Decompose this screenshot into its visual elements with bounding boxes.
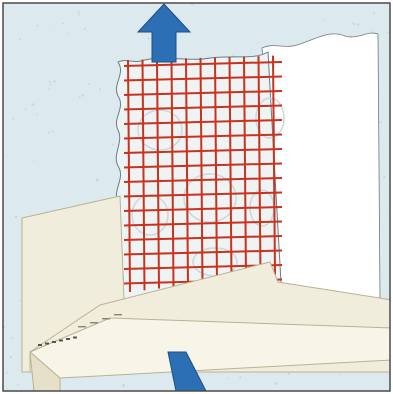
plaster-speckle (25, 108, 27, 110)
plaster-speckle (339, 374, 340, 375)
plaster-speckle (44, 35, 45, 36)
plaster-speckle (352, 22, 354, 24)
plaster-speckle (49, 81, 51, 83)
plaster-speckle (234, 41, 235, 42)
plaster-speckle (148, 38, 150, 40)
plaster-speckle (49, 88, 50, 89)
plaster-speckle (33, 160, 34, 161)
plaster-speckle (380, 121, 382, 123)
plaster-speckle (250, 51, 251, 52)
plaster-speckle (388, 17, 389, 18)
plaster-speckle (49, 84, 51, 86)
plaster-speckle (323, 19, 324, 20)
plaster-speckle (372, 31, 373, 32)
perforation-mark (38, 344, 42, 346)
plaster-speckle (357, 23, 359, 25)
plaster-speckle (17, 55, 18, 56)
plaster-speckle (383, 176, 385, 178)
plaster-speckle (388, 212, 389, 213)
plaster-speckle (20, 300, 21, 301)
plaster-speckle (48, 131, 50, 133)
plaster-speckle (23, 114, 24, 115)
plaster-speckle (387, 31, 389, 33)
plaster-speckle (12, 118, 14, 120)
plaster-speckle (10, 356, 12, 358)
plaster-speckle (79, 96, 81, 98)
plaster-speckle (82, 94, 84, 96)
plaster-speckle (19, 38, 21, 40)
perforation-mark (114, 314, 122, 315)
perforation-mark (59, 340, 63, 342)
plaster-speckle (112, 144, 114, 146)
plaster-speckle (96, 179, 99, 182)
plaster-speckle (275, 382, 277, 384)
plaster-speckle (32, 103, 35, 106)
plaster-speckle (7, 99, 8, 100)
plaster-speckle (258, 42, 259, 43)
plaster-speckle (68, 33, 69, 34)
perforation-mark (66, 338, 70, 340)
plaster-speckle (99, 89, 101, 91)
plaster-speckle (373, 12, 375, 14)
plaster-speckle (380, 141, 381, 142)
perforation-mark (45, 343, 49, 345)
scene (2, 3, 392, 391)
plaster-speckle (79, 14, 81, 16)
plaster-speckle (227, 378, 228, 379)
plaster-speckle (36, 114, 38, 116)
plaster-speckle (11, 337, 13, 339)
perforation-mark (78, 326, 86, 327)
plaster-speckle (17, 384, 19, 386)
plaster-speckle (122, 384, 125, 387)
perforation-mark (90, 322, 98, 323)
plaster-speckle (78, 11, 80, 13)
plaster-speckle (62, 23, 64, 25)
plaster-speckle (239, 376, 241, 378)
plaster-speckle (15, 216, 17, 218)
plaster-speckle (88, 83, 90, 85)
plaster-speckle (52, 130, 54, 132)
plaster-speckle (7, 156, 9, 158)
perforation-mark (52, 341, 56, 343)
plaster-speckle (7, 388, 8, 389)
plaster-speckle (54, 80, 56, 82)
perforation-mark (102, 318, 110, 319)
plaster-speckle (37, 25, 39, 27)
plaster-speckle (6, 372, 8, 374)
plaster-speckle (50, 28, 51, 29)
plaster-speckle (84, 28, 86, 30)
plaster-speckle (287, 372, 289, 374)
perforation-mark (73, 337, 77, 339)
plaster-speckle (370, 373, 371, 374)
plaster-speckle (124, 4, 125, 5)
